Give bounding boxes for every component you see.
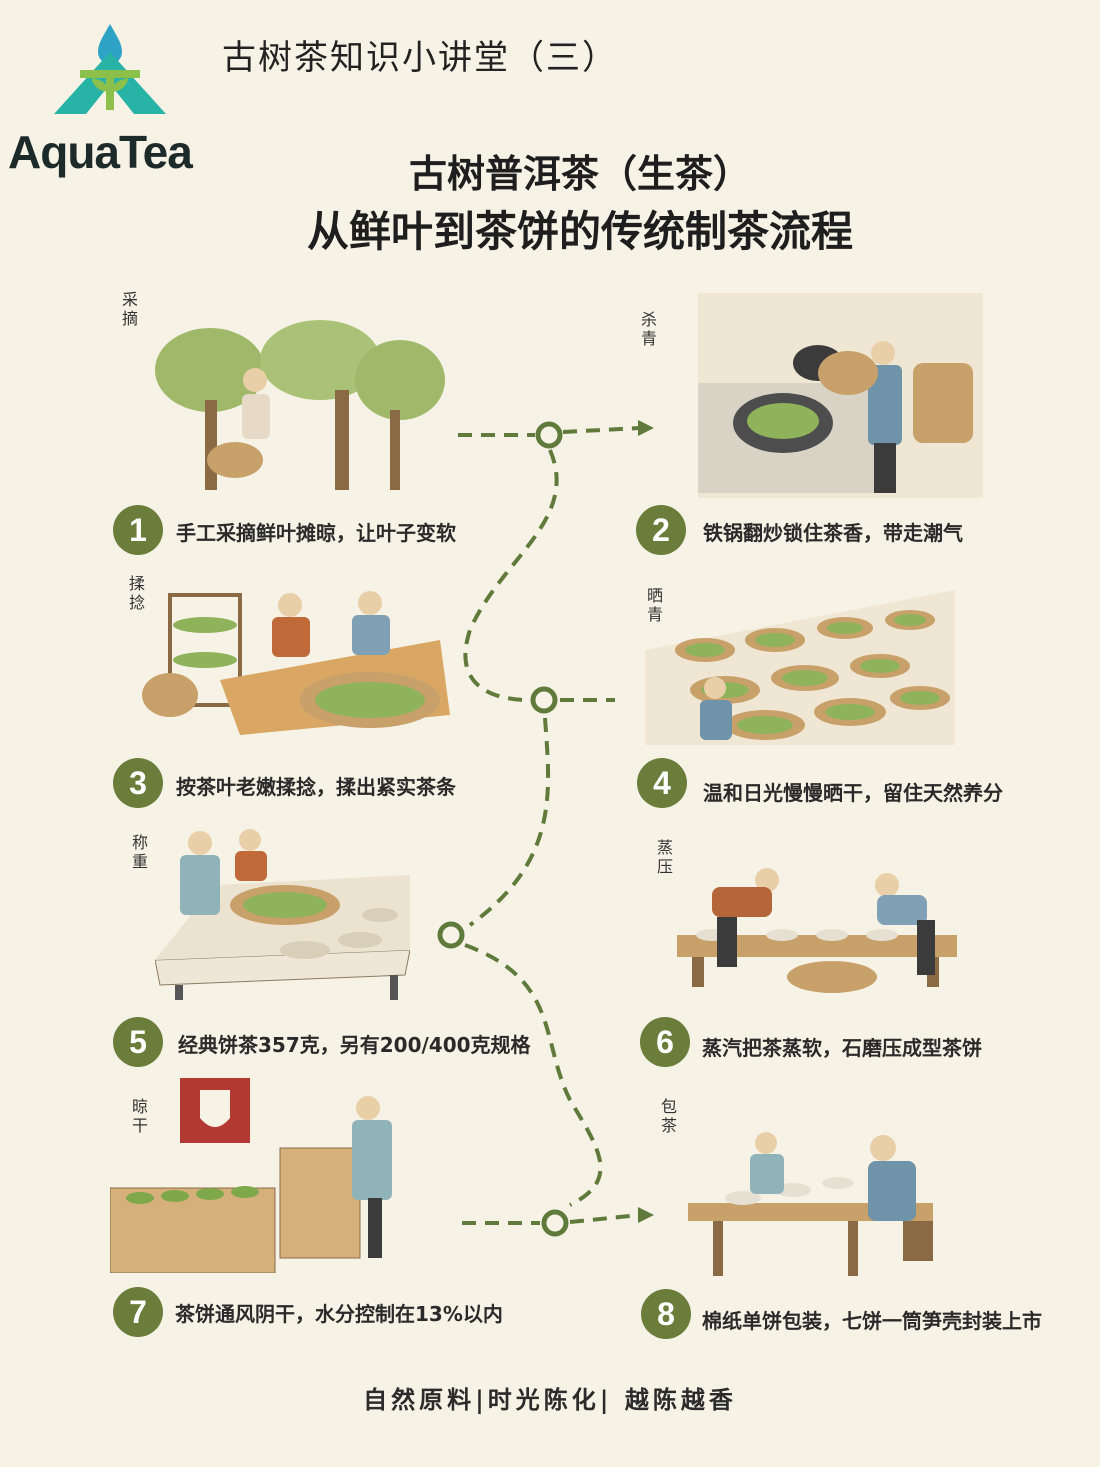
stage-label-air-drying: 晾干 [131, 1097, 148, 1135]
step-number-badge: 3 [113, 758, 163, 808]
stage-label-pressing: 蒸压 [656, 838, 673, 876]
series-title: 古树茶知识小讲堂（三） [222, 38, 618, 78]
step-description: 手工采摘鲜叶摊晾，让叶子变软 [176, 521, 456, 545]
illustration-packing [688, 1132, 933, 1276]
water-drop-icon [98, 24, 122, 64]
illustration-sun-drying [645, 590, 955, 745]
illustration-picking [155, 320, 445, 490]
illustration-rolling [142, 591, 450, 735]
stage-label-fixing: 杀青 [640, 310, 657, 348]
step-description: 棉纸单饼包装，七饼一筒笋壳封装上市 [702, 1309, 1042, 1333]
stage-label-sun-drying: 晒青 [646, 586, 663, 624]
arrow-right-icon [638, 420, 654, 436]
step-number-badge: 6 [640, 1017, 690, 1067]
step-description: 茶饼通风阴干，水分控制在13%以内 [175, 1302, 503, 1326]
step-number-badge: 8 [641, 1289, 691, 1339]
step-number-badge: 4 [637, 758, 687, 808]
path-node [535, 421, 563, 449]
step-number-badge: 7 [113, 1287, 163, 1337]
stage-label-rolling: 揉捻 [128, 574, 145, 612]
page-title: 古树普洱茶（生茶） [408, 152, 751, 196]
step-number-badge: 2 [636, 505, 686, 555]
path-node [530, 686, 558, 714]
logo-icon [54, 24, 166, 114]
step-description: 蒸汽把茶蒸软，石磨压成型茶饼 [702, 1036, 982, 1060]
step-description: 温和日光慢慢晒干，留住天然养分 [703, 781, 1003, 805]
path-node [541, 1209, 569, 1237]
arrow-right-icon [638, 1207, 654, 1223]
step-number-badge: 5 [113, 1017, 163, 1067]
illustration-pressing [677, 868, 957, 993]
stage-label-weighing: 称重 [131, 833, 148, 871]
footer-tagline: 自然原料|时光陈化| 越陈越香 [363, 1385, 737, 1414]
step-description: 经典饼茶357克，另有200/400克规格 [178, 1033, 531, 1057]
stage-label-packing: 包茶 [660, 1097, 677, 1135]
illustration-air-drying [110, 1078, 392, 1273]
illustration-fixing [698, 293, 983, 498]
illustration-weighing [155, 829, 410, 1000]
stage-label-picking: 采摘 [121, 290, 138, 328]
path-node [437, 921, 465, 949]
step-description: 按茶叶老嫩揉捻，揉出紧实茶条 [176, 775, 456, 799]
brand-name: AquaTea [8, 126, 193, 178]
step-description: 铁锅翻炒锁住茶香，带走潮气 [703, 521, 963, 545]
page-subtitle: 从鲜叶到茶饼的传统制茶流程 [306, 207, 853, 256]
step-number-badge: 1 [113, 505, 163, 555]
tea-sprout-icon [80, 70, 140, 110]
